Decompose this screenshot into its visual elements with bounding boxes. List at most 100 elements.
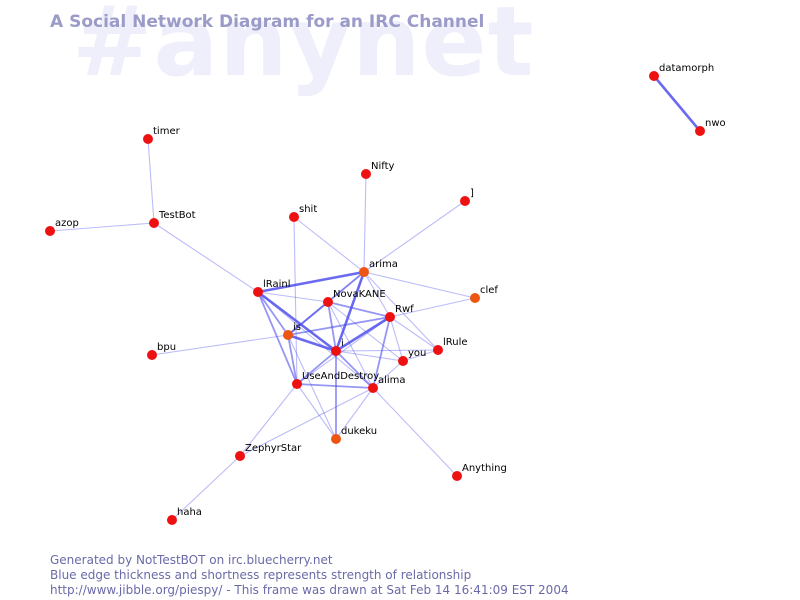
- edge-rwf-clef: [389, 297, 476, 318]
- node-dot: [470, 293, 480, 303]
- node-nwo: nwo: [695, 118, 726, 136]
- node-dot: [143, 134, 153, 144]
- edge-irainl-is: [257, 291, 289, 336]
- edge-rwf-is: [287, 316, 391, 336]
- edge-irainl-novakane: [257, 291, 329, 303]
- node-nifty: Nifty: [361, 161, 395, 179]
- channel-watermark: #anynet: [72, 0, 535, 98]
- edge-arima-clef: [363, 271, 476, 299]
- node-label: Rwf: [395, 304, 414, 315]
- edge-irainl-alima: [257, 291, 374, 389]
- node-dot: [147, 350, 157, 360]
- node-irule: lRule: [433, 337, 468, 355]
- node-label: UseAndDestroy: [302, 371, 379, 382]
- node-dot: [368, 383, 378, 393]
- node-dot: [283, 330, 293, 340]
- node-dukeku: dukeku: [331, 426, 377, 444]
- node-shit: shit: [289, 204, 317, 222]
- node-label: Nifty: [371, 161, 395, 172]
- node-dot: [331, 434, 341, 444]
- node-dot: [649, 71, 659, 81]
- edge-i-you: [335, 350, 404, 362]
- edge-novakane-is: [287, 301, 329, 336]
- edge-azop-testbot: [49, 222, 155, 232]
- edge-timer-testbot: [147, 138, 155, 224]
- node-label: haha: [177, 507, 202, 518]
- edge-nifty-arima: [363, 173, 367, 273]
- edge-alima-zephyrstar: [239, 387, 374, 457]
- edge-i-alima: [335, 350, 374, 389]
- edge-is-bpu: [151, 334, 289, 356]
- edge-is-i: [286, 333, 338, 353]
- node-alima: alima: [368, 375, 406, 393]
- edge-useanddestroy-dukeku: [296, 383, 337, 440]
- edge-testbot-irainl: [153, 222, 259, 293]
- edge-i-irule: [335, 349, 439, 352]
- edge-zephyrstar-haha: [171, 455, 241, 521]
- node-label: dukeku: [341, 426, 377, 437]
- node-azop: azop: [45, 218, 79, 236]
- edge-alima-dukeku: [335, 387, 374, 440]
- edge-rwf-useanddestroy: [296, 316, 391, 385]
- edge-novakane-rwf: [327, 301, 391, 318]
- node-dot: [235, 451, 245, 461]
- node-you: you: [398, 348, 426, 366]
- node-dot: [695, 126, 705, 136]
- node-zephyrstar: ZephyrStar: [235, 443, 302, 461]
- node-arima: arima: [359, 259, 398, 277]
- node-dot: [149, 218, 159, 228]
- edge-novakane-alima: [327, 301, 374, 389]
- node-dot: [167, 515, 177, 525]
- edge-alima-you: [372, 360, 404, 389]
- node-label: shit: [299, 204, 317, 215]
- node-anything: Anything: [452, 463, 507, 481]
- node-is: is: [283, 322, 301, 340]
- node-bpu: bpu: [147, 342, 176, 360]
- node-dot: [460, 196, 470, 206]
- edge-arima-i: [334, 270, 366, 353]
- edge-irainl-i: [256, 290, 338, 353]
- edge-datamorph-nwo: [652, 74, 702, 133]
- footer-legend-note: Blue edge thickness and shortness repres…: [50, 568, 472, 582]
- node-dot: [292, 379, 302, 389]
- node-label: bpu: [157, 342, 176, 353]
- node-testbot: TestBot: [149, 210, 196, 228]
- node-label: ]: [470, 188, 474, 199]
- edge-rwf-you: [389, 316, 404, 362]
- node-irainl: lRainl: [253, 279, 291, 297]
- node-dot: [289, 212, 299, 222]
- edge-you-irule: [402, 349, 439, 362]
- edge-is-useanddestroy: [287, 334, 298, 385]
- node-dot: [361, 169, 371, 179]
- node-label: i: [341, 338, 344, 349]
- edge-i-useanddestroy: [296, 350, 337, 385]
- edge-bracket-arima: [363, 200, 466, 273]
- edge-arima-rwf: [363, 271, 391, 318]
- node-dot: [253, 287, 263, 297]
- node-label: is: [293, 322, 301, 333]
- node-label: Anything: [462, 463, 507, 474]
- node-datamorph: datamorph: [649, 63, 714, 81]
- diagram-title: A Social Network Diagram for an IRC Chan…: [50, 12, 485, 32]
- edge-arima-irainl: [256, 270, 366, 294]
- edge-useanddestroy-zephyrstar: [239, 383, 298, 457]
- node-i: i: [331, 338, 344, 356]
- footer-generated-by: Generated by NotTestBOT on irc.bluecherr…: [50, 553, 333, 567]
- node-dot: [323, 297, 333, 307]
- edge-is-dukeku: [287, 334, 337, 440]
- node-haha: haha: [167, 507, 202, 525]
- node-label: timer: [153, 126, 181, 137]
- node-label: clef: [480, 285, 498, 296]
- node-label: lRainl: [263, 279, 291, 290]
- node-timer: timer: [143, 126, 181, 144]
- node-dot: [433, 345, 443, 355]
- node-label: NovaKANE: [333, 289, 386, 300]
- footer-credits: Generated by NotTestBOT on irc.bluecherr…: [50, 553, 569, 598]
- edge-useanddestroy-alima: [296, 383, 374, 389]
- node-label: TestBot: [158, 210, 196, 221]
- node-useanddestroy: UseAndDestroy: [292, 371, 379, 389]
- node-clef: clef: [470, 285, 498, 303]
- edge-shit-arima: [293, 216, 365, 273]
